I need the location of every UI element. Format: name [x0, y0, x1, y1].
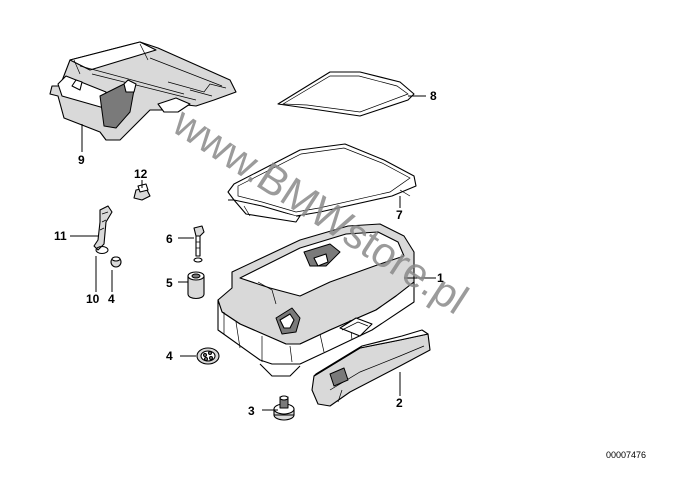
- part-2-side-rail[interactable]: [311, 329, 431, 407]
- part-1-housing[interactable]: [217, 223, 415, 377]
- callout-5[interactable]: 5: [166, 276, 173, 290]
- callout-6[interactable]: 6: [166, 232, 173, 246]
- callout-9[interactable]: 9: [78, 153, 85, 167]
- callout-2[interactable]: 2: [396, 396, 403, 410]
- callout-11[interactable]: 11: [54, 229, 67, 243]
- part-12-clip[interactable]: [133, 183, 151, 201]
- part-4-small-cap[interactable]: [110, 256, 122, 268]
- callout-labels: 1 2 3 4 4 5 6 7 8 9 10 11 12: [54, 89, 444, 418]
- part-9-tray-bracket[interactable]: [49, 41, 237, 141]
- part-3-grommet[interactable]: [273, 395, 295, 421]
- part-10-ring[interactable]: [95, 246, 109, 254]
- part-6-pin[interactable]: [193, 225, 205, 263]
- leader-lines: [70, 95, 436, 411]
- part-11-strap[interactable]: [93, 205, 113, 251]
- callout-3[interactable]: 3: [248, 404, 255, 418]
- part-5-bushing[interactable]: [187, 271, 205, 300]
- reference-code: 00007476: [606, 450, 646, 460]
- callout-8[interactable]: 8: [430, 89, 437, 103]
- callout-10[interactable]: 10: [86, 292, 100, 306]
- callout-1[interactable]: 1: [437, 271, 444, 285]
- callout-7[interactable]: 7: [396, 208, 403, 222]
- part-4-round-grommet[interactable]: [196, 347, 220, 365]
- callout-12[interactable]: 12: [134, 167, 148, 181]
- part-7-cover[interactable]: [227, 143, 417, 223]
- callout-4-lower[interactable]: 4: [166, 349, 173, 363]
- callout-4-upper[interactable]: 4: [108, 292, 115, 306]
- part-8-mat[interactable]: [277, 71, 415, 117]
